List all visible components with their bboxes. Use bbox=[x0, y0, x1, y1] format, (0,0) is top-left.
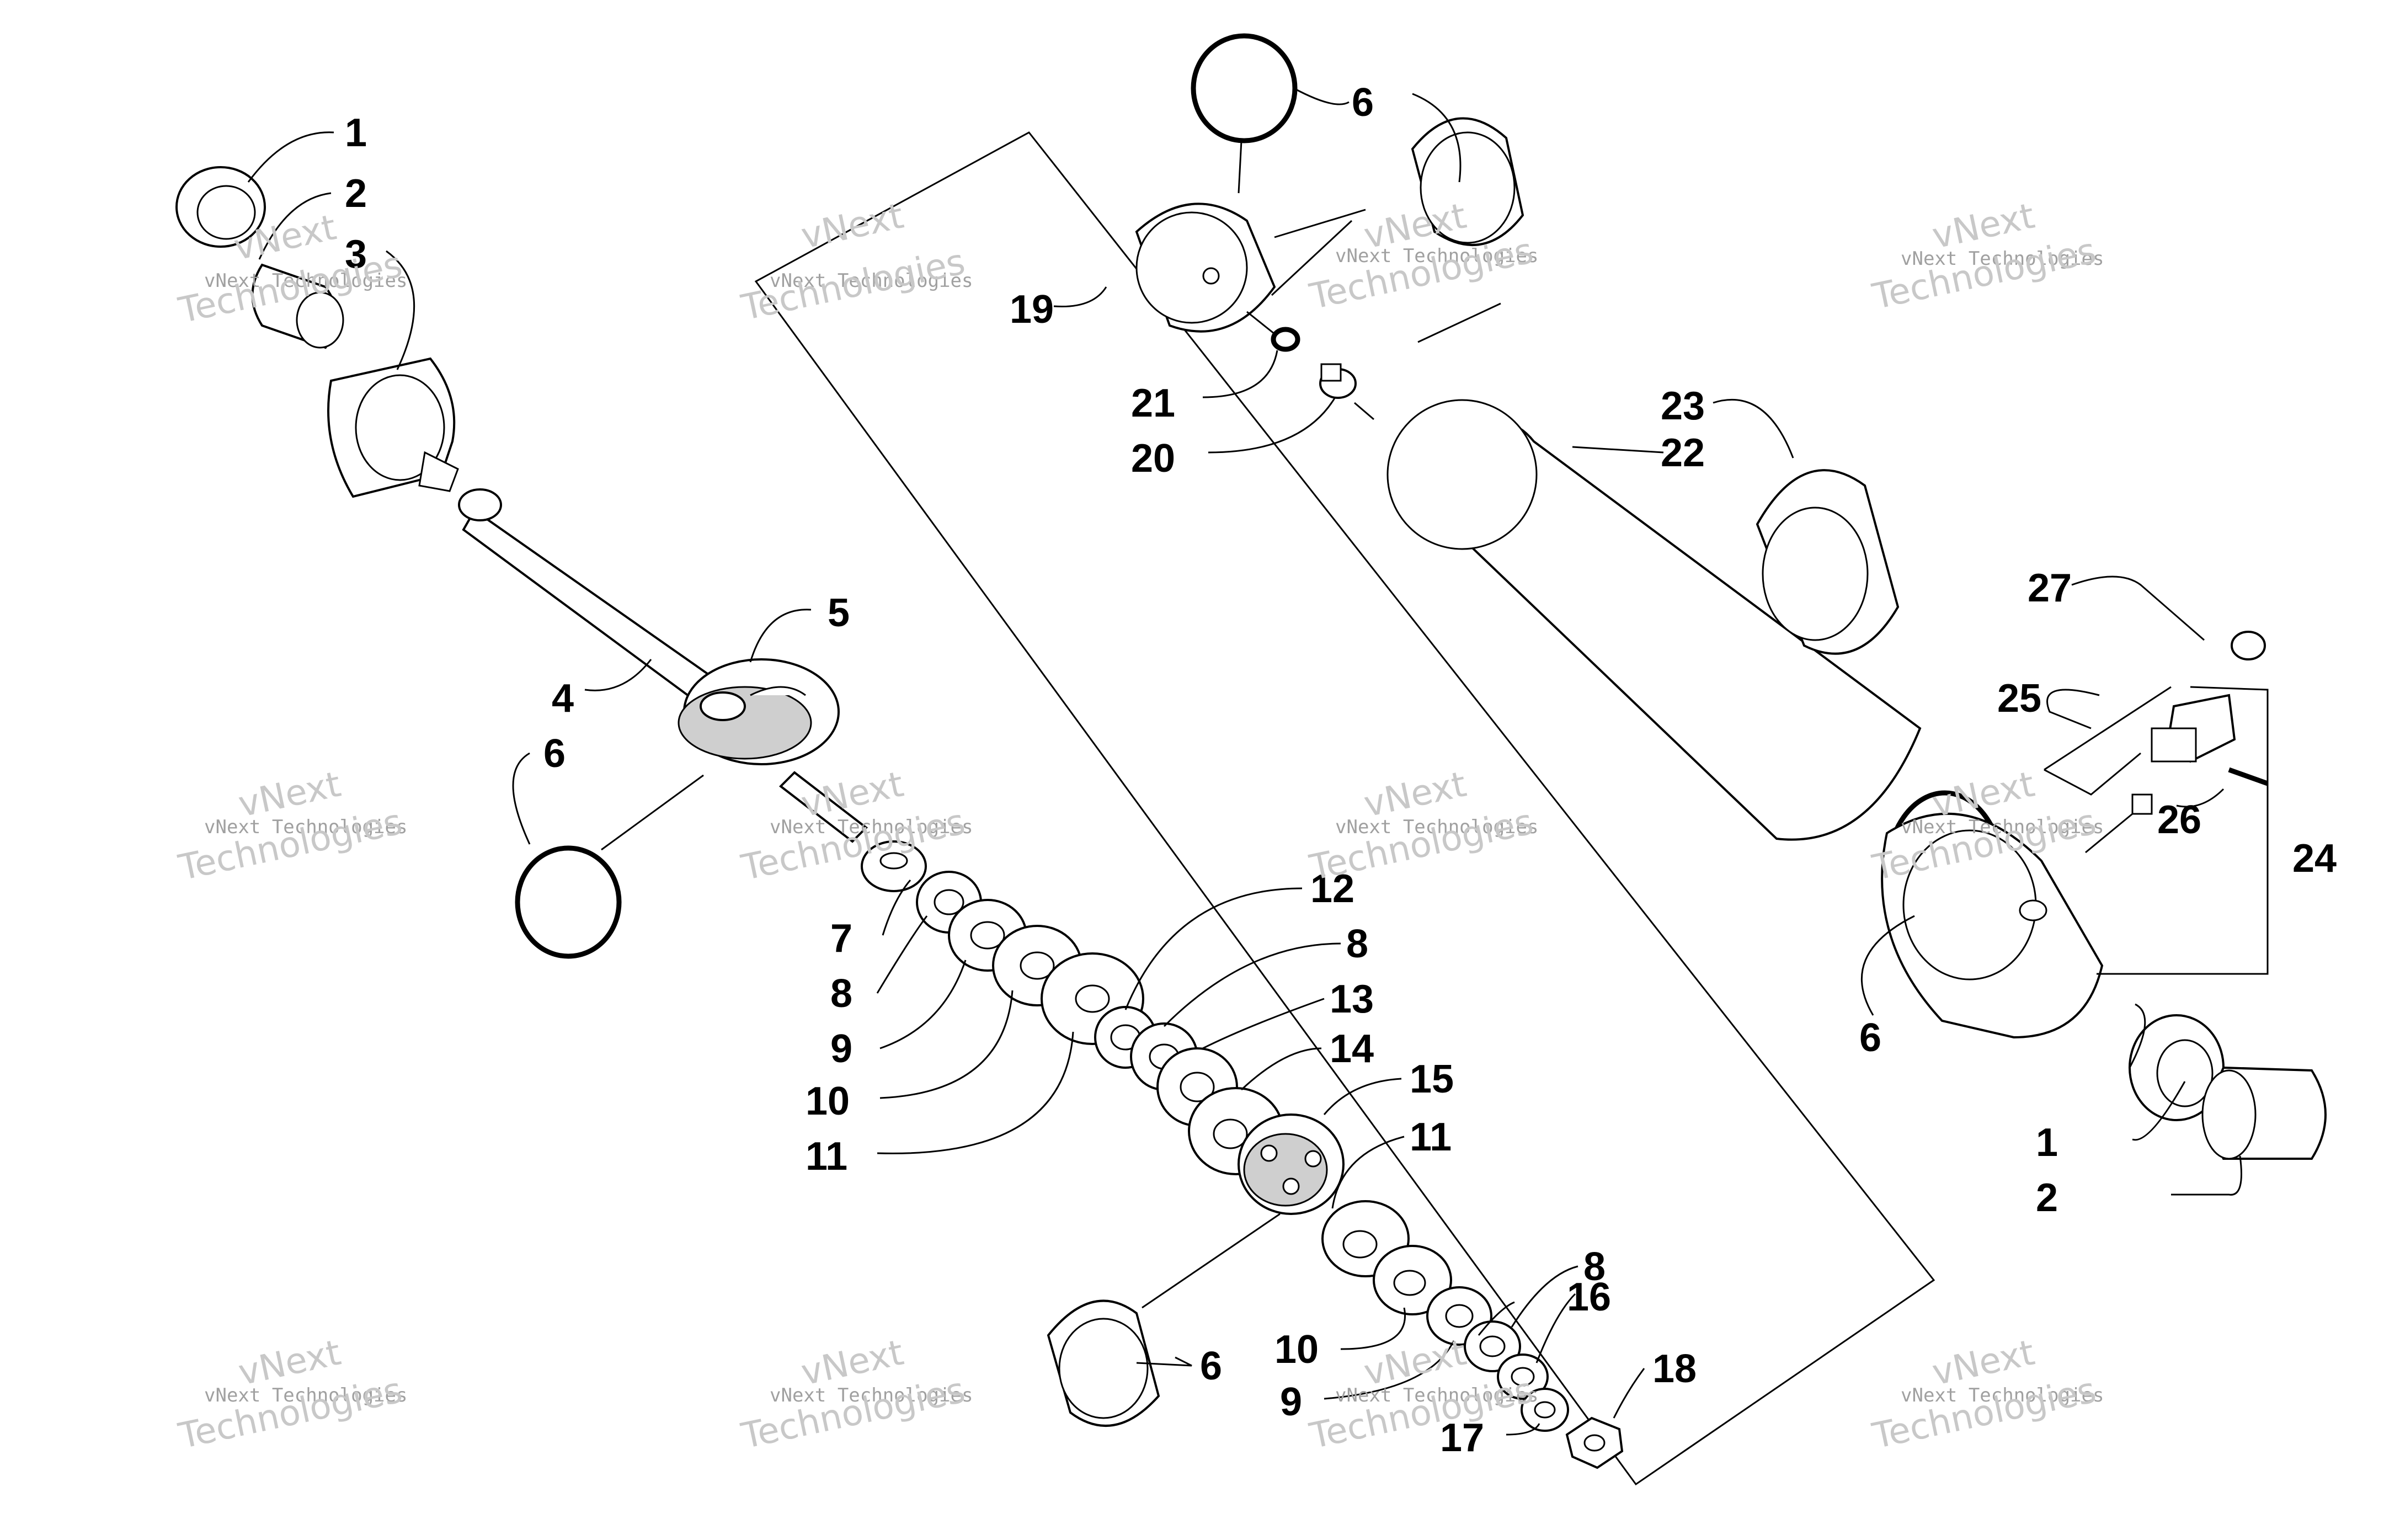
watermark-2: vNext vNext Technologies Technologies bbox=[738, 196, 973, 329]
svg-text:vNext Technologies: vNext Technologies bbox=[1901, 248, 2104, 270]
svg-text:vNext Technologies: vNext Technologies bbox=[1335, 245, 1538, 267]
callout-14: 14 bbox=[1330, 1027, 1374, 1071]
svg-text:Technologies: Technologies bbox=[738, 242, 969, 329]
callout-8-c: 8 bbox=[1583, 1245, 1606, 1289]
watermark-9: vNext vNext Technologies Technologies bbox=[175, 1333, 408, 1457]
part-8-shim-c bbox=[1464, 1320, 1521, 1372]
svg-text:Technologies: Technologies bbox=[1306, 802, 1537, 889]
callout-23: 23 bbox=[1661, 384, 1705, 428]
part-1-bushing-top bbox=[175, 166, 266, 248]
callout-20: 20 bbox=[1131, 436, 1175, 481]
part-3-eye-mount bbox=[327, 357, 459, 498]
watermark-12: vNext vNext Technologies Technologies bbox=[1869, 1333, 2104, 1457]
callout-2-top: 2 bbox=[345, 172, 367, 216]
svg-text:vNext Technologies: vNext Technologies bbox=[1335, 816, 1538, 838]
svg-text:vNext Technologies: vNext Technologies bbox=[1901, 1384, 2104, 1406]
svg-text:vNext Technologies: vNext Technologies bbox=[204, 816, 407, 838]
callout-15: 15 bbox=[1410, 1057, 1454, 1101]
callout-13: 13 bbox=[1330, 977, 1374, 1021]
callout-10-b: 10 bbox=[1274, 1328, 1319, 1372]
callout-3: 3 bbox=[345, 232, 367, 276]
part-23-decal-sleeve bbox=[1756, 469, 1900, 655]
part-6-oring-left bbox=[515, 845, 622, 959]
svg-text:vNext Technologies: vNext Technologies bbox=[204, 1384, 407, 1406]
callout-1-top: 1 bbox=[345, 111, 367, 155]
svg-text:vNext Technologies: vNext Technologies bbox=[204, 270, 407, 292]
callout-6-top-a: 6 bbox=[1352, 81, 1374, 125]
callout-2-bottom: 2 bbox=[2036, 1176, 2058, 1220]
callout-5: 5 bbox=[828, 591, 850, 635]
part-27-screw bbox=[2231, 631, 2266, 660]
svg-text:vNext: vNext bbox=[798, 196, 907, 257]
part-17-washer bbox=[1521, 1388, 1569, 1432]
part-4-piston-rod bbox=[458, 488, 868, 843]
part-6-band-top bbox=[1411, 117, 1524, 246]
part-26-small-oring bbox=[2228, 767, 2269, 786]
part-15-piston bbox=[1238, 1113, 1345, 1215]
callout-18: 18 bbox=[1652, 1347, 1697, 1391]
part-19-end-cap bbox=[1135, 203, 1276, 333]
part-10-shim-b bbox=[1373, 1245, 1452, 1315]
part-25-valve-body bbox=[2131, 694, 2236, 815]
svg-text:Technologies: Technologies bbox=[1306, 1370, 1537, 1457]
callout-4: 4 bbox=[552, 676, 574, 721]
callout-6-left: 6 bbox=[543, 732, 566, 776]
svg-text:vNext Technologies: vNext Technologies bbox=[1335, 1384, 1538, 1406]
part-16-washer bbox=[1497, 1354, 1549, 1400]
callout-26: 26 bbox=[2157, 798, 2201, 842]
part-2-sleeve-bottom bbox=[2201, 1066, 2327, 1160]
svg-text:vNext Technologies: vNext Technologies bbox=[1901, 816, 2104, 838]
part-6-band-bottom bbox=[1047, 1299, 1160, 1427]
part-24-reservoir-head bbox=[1881, 812, 2104, 1039]
part-5-piston-head bbox=[678, 658, 840, 765]
part-2-sleeve-top bbox=[251, 263, 344, 349]
part-20-valve bbox=[1319, 363, 1357, 399]
watermark-7: vNext vNext Technologies Technologies bbox=[1306, 764, 1539, 889]
callout-6-bottom: 6 bbox=[1200, 1344, 1222, 1388]
watermark-5: vNext vNext Technologies Technologies bbox=[175, 764, 408, 889]
callout-12: 12 bbox=[1310, 867, 1354, 911]
callout-22: 22 bbox=[1661, 431, 1705, 475]
callout-6-right: 6 bbox=[1859, 1016, 1881, 1060]
watermark-3: vNext vNext Technologies Technologies bbox=[1306, 196, 1539, 318]
callout-10-a: 10 bbox=[806, 1079, 850, 1123]
callout-8-b: 8 bbox=[1346, 922, 1368, 966]
svg-text:vNext Technologies: vNext Technologies bbox=[770, 1384, 973, 1406]
callout-11-a: 11 bbox=[806, 1134, 847, 1179]
part-7-washer bbox=[861, 840, 927, 892]
callout-27: 27 bbox=[2028, 566, 2072, 610]
svg-text:vNext Technologies: vNext Technologies bbox=[770, 270, 973, 292]
part-18-nut bbox=[1565, 1416, 1624, 1469]
callouts: 1 2 3 4 5 6 6 19 21 20 23 22 27 25 26 24… bbox=[345, 81, 2337, 1460]
callout-11-b: 11 bbox=[1410, 1115, 1452, 1159]
leader-lines bbox=[247, 87, 2269, 1436]
callout-8-a: 8 bbox=[830, 972, 852, 1016]
watermark-4: vNext vNext Technologies Technologies bbox=[1869, 196, 2104, 318]
watermark-6: vNext vNext Technologies Technologies bbox=[738, 764, 973, 889]
callout-16: 16 bbox=[1567, 1275, 1611, 1319]
assembly-frame bbox=[754, 131, 1935, 1486]
callout-24: 24 bbox=[2292, 836, 2337, 881]
callout-25: 25 bbox=[1997, 676, 2041, 721]
part-6-oring-top bbox=[1191, 33, 1298, 143]
part-22-body-tube bbox=[1386, 399, 1922, 841]
callout-21: 21 bbox=[1131, 381, 1175, 425]
callout-19: 19 bbox=[1010, 287, 1054, 332]
callout-17: 17 bbox=[1440, 1416, 1484, 1460]
part-21-small-ring bbox=[1271, 327, 1300, 352]
watermark-10: vNext vNext Technologies Technologies bbox=[738, 1333, 973, 1457]
callout-7: 7 bbox=[830, 916, 852, 961]
svg-text:vNext Technologies: vNext Technologies bbox=[770, 816, 973, 838]
callout-1-bottom: 1 bbox=[2036, 1121, 2058, 1165]
callout-9-b: 9 bbox=[1280, 1380, 1302, 1424]
callout-9-a: 9 bbox=[830, 1027, 852, 1071]
